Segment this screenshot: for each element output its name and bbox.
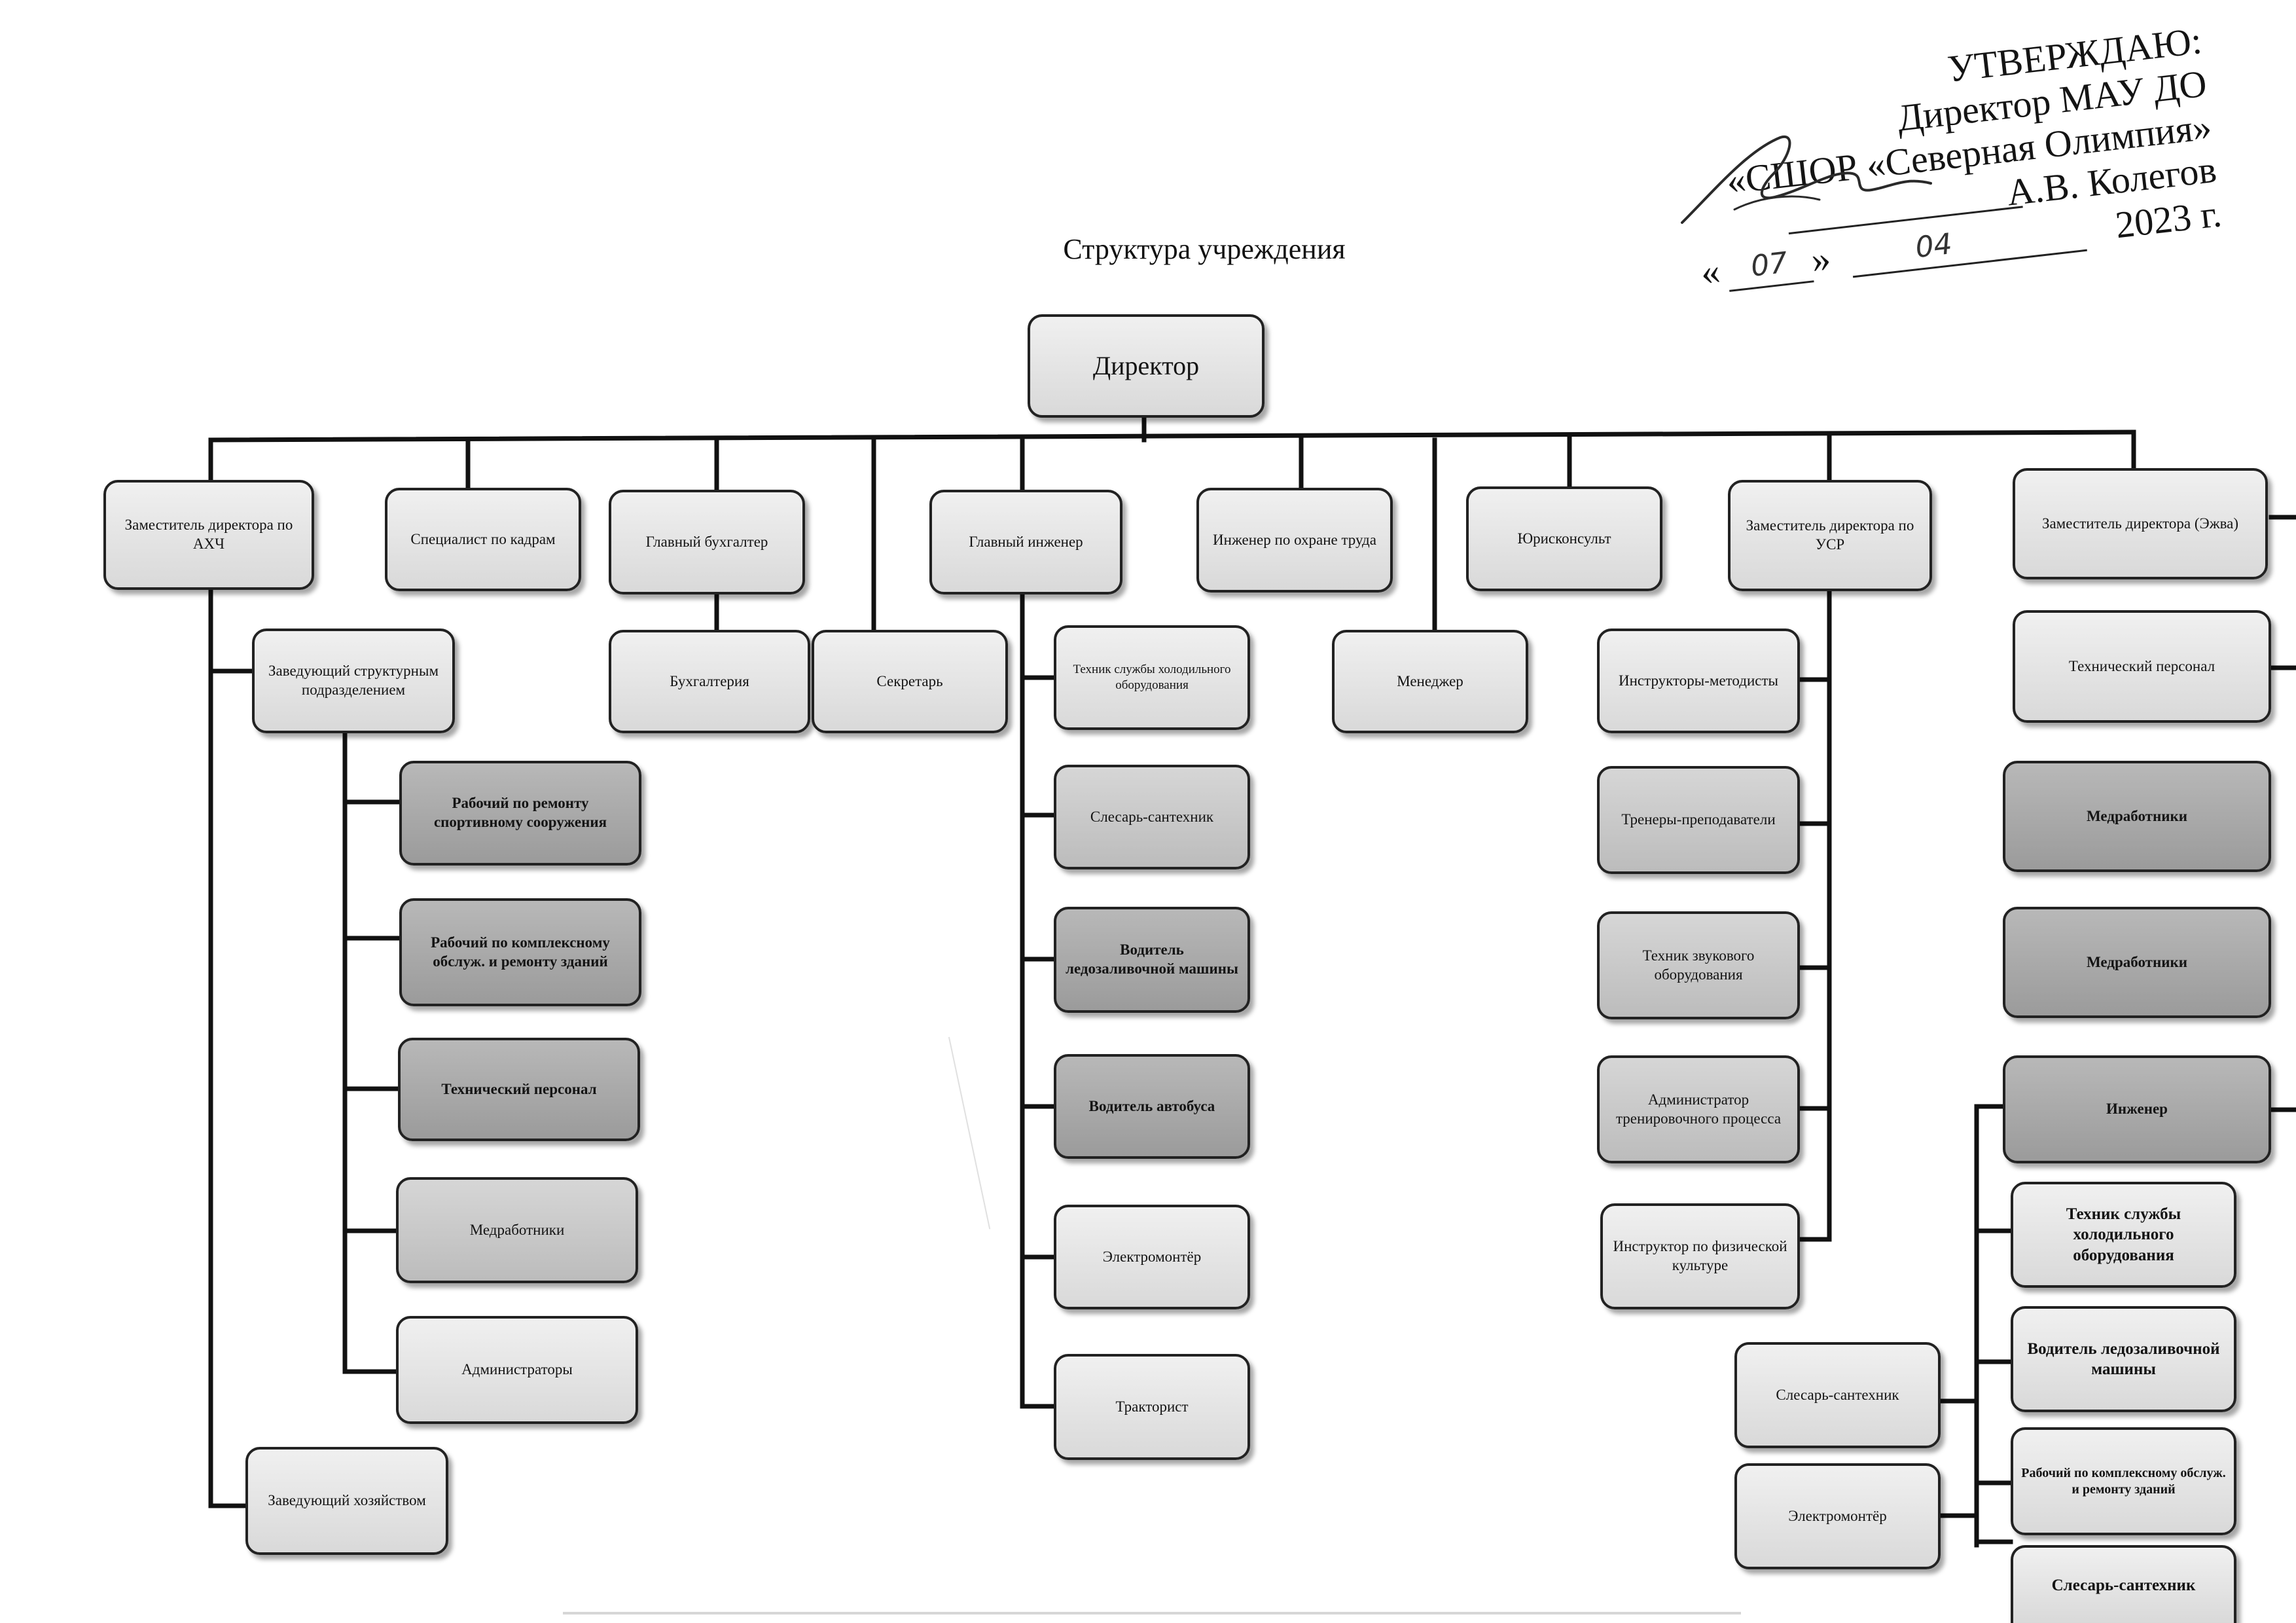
box-hr-specialist-label: Специалист по кадрам [410,530,556,547]
box-refrigeration-technician-label: Техник службы холодильного оборудования [1073,663,1231,692]
box-legal-adviser-label: Юрисконсульт [1517,530,1611,547]
box-deputy-usr: Заместитель директора по УСР [1728,480,1932,591]
box-refrigeration-technician: Техник службы холодильного оборудования [1054,625,1250,730]
box-training-administrator-label: Администратор тренировочного процесса [1615,1091,1782,1127]
box-technical-staff-ezhva: Технический персонал [2013,610,2271,723]
box-complex-repair-worker-label: Рабочий по комплексному обслуж. и ремонт… [431,934,610,970]
box-head-of-household: Заведующий хозяйством [245,1447,448,1555]
scan-edge-mark [563,1612,1741,1614]
box-head-structural-unit: Заведующий структурным подразделением [252,629,455,733]
box-director: Директор [1028,314,1265,418]
box-chief-engineer-label: Главный инженер [969,533,1083,550]
box-accounting-label: Бухгалтерия [670,672,749,689]
box-secretary-label: Секретарь [876,672,943,689]
box-electrician: Электромонтёр [1054,1205,1250,1309]
box-electrician-ezhva: Электромонтёр [1734,1463,1941,1569]
box-coaches: Тренеры-преподаватели [1597,766,1800,874]
box-legal-adviser: Юрисконсульт [1466,486,1662,591]
box-complex-repair-worker-ezhva-label: Рабочий по комплексному обслуж. и ремонт… [2021,1465,2226,1497]
box-technical-staff-ezhva-label: Технический персонал [2068,657,2215,674]
box-facility-repair-worker-label: Рабочий по ремонту спортивному сооружени… [433,795,607,830]
box-tractor-driver-label: Тракторист [1115,1398,1189,1415]
box-medical-workers-2: Медработники [2003,761,2271,872]
box-administrators-label: Администраторы [461,1361,573,1378]
box-medical-workers-3: Медработники [2003,907,2271,1018]
box-administrators: Администраторы [396,1316,638,1424]
box-instructors-methodists: Инструкторы-методисты [1597,629,1800,733]
box-manager: Менеджер [1332,630,1528,733]
box-technical-staff-label: Технический персонал [441,1080,597,1097]
box-tractor-driver: Тракторист [1054,1354,1250,1460]
box-accounting: Бухгалтерия [609,630,810,733]
box-plumber-ezhva: Слесарь-сантехник [1734,1342,1941,1448]
box-deputy-ezhva-label: Заместитель директора (Эжва) [2041,515,2239,532]
box-deputy-ahch-label: Заместитель директора по АХЧ [124,517,293,552]
box-pe-instructor: Инструктор по физической культуре [1600,1203,1800,1309]
box-labor-safety-engineer: Инженер по охране труда [1196,488,1393,593]
box-refrigeration-technician-ezhva-label: Техник службы холодильного оборудования [2066,1205,2181,1264]
box-ice-resurfacer-driver-label: Водитель ледозаливочной машины [1066,941,1238,977]
box-technical-staff: Технический персонал [398,1038,640,1141]
box-ice-resurfacer-driver-ezhva-label: Водитель ледозаливочной машины [2027,1340,2220,1378]
box-sound-technician-label: Техник звукового оборудования [1642,947,1755,983]
box-bus-driver-label: Водитель автобуса [1088,1097,1215,1114]
box-medical-workers-2-label: Медработники [2087,807,2187,824]
box-labor-safety-engineer-label: Инженер по охране труда [1213,531,1376,548]
box-chief-engineer: Главный инженер [929,490,1122,594]
box-training-administrator: Администратор тренировочного процесса [1597,1055,1800,1163]
box-manager-label: Менеджер [1397,672,1463,689]
box-engineer: Инженер [2003,1055,2271,1163]
box-head-structural-unit-label: Заведующий структурным подразделением [268,663,439,698]
box-electrician-label: Электромонтёр [1102,1248,1202,1265]
box-complex-repair-worker-ezhva: Рабочий по комплексному обслуж. и ремонт… [2011,1427,2236,1535]
box-complex-repair-worker: Рабочий по комплексному обслуж. и ремонт… [399,898,641,1006]
box-director-label: Директор [1092,351,1200,380]
box-ice-resurfacer-driver: Водитель ледозаливочной машины [1054,907,1250,1013]
box-medical-workers-1: Медработники [396,1177,638,1283]
box-electrician-ezhva-label: Электромонтёр [1788,1507,1887,1524]
box-deputy-ahch: Заместитель директора по АХЧ [103,480,314,590]
box-hr-specialist: Специалист по кадрам [385,488,581,591]
box-plumber-ezhva-2: Слесарь-сантехник [2011,1545,2236,1623]
box-secretary: Секретарь [812,630,1008,733]
box-head-of-household-label: Заведующий хозяйством [268,1492,426,1509]
box-medical-workers-1-label: Медработники [469,1221,565,1238]
box-ice-resurfacer-driver-ezhva: Водитель ледозаливочной машины [2011,1306,2236,1412]
document-title: Структура учреждения [1063,233,1346,265]
box-medical-workers-3-label: Медработники [2087,953,2187,970]
box-refrigeration-technician-ezhva: Техник службы холодильного оборудования [2011,1182,2236,1288]
box-plumber-ezhva-2-label: Слесарь-сантехник [2051,1576,2196,1594]
box-plumber: Слесарь-сантехник [1054,765,1250,869]
box-chief-accountant-label: Главный бухгалтер [645,533,768,550]
box-bus-driver: Водитель автобуса [1054,1054,1250,1159]
box-sound-technician: Техник звукового оборудования [1597,911,1800,1019]
box-plumber-ezhva-label: Слесарь-сантехник [1776,1386,1899,1403]
box-facility-repair-worker: Рабочий по ремонту спортивному сооружени… [399,761,641,866]
box-instructors-methodists-label: Инструкторы-методисты [1619,672,1778,689]
connector-lines [208,413,2296,1548]
box-deputy-usr-label: Заместитель директора по УСР [1746,517,1914,553]
box-coaches-label: Тренеры-преподаватели [1621,811,1776,828]
box-engineer-label: Инженер [2106,1101,2168,1118]
box-chief-accountant: Главный бухгалтер [609,490,805,594]
box-plumber-label: Слесарь-сантехник [1090,808,1214,825]
box-pe-instructor-label: Инструктор по физической культуре [1613,1238,1787,1273]
box-deputy-ezhva: Заместитель директора (Эжва) [2013,468,2268,579]
